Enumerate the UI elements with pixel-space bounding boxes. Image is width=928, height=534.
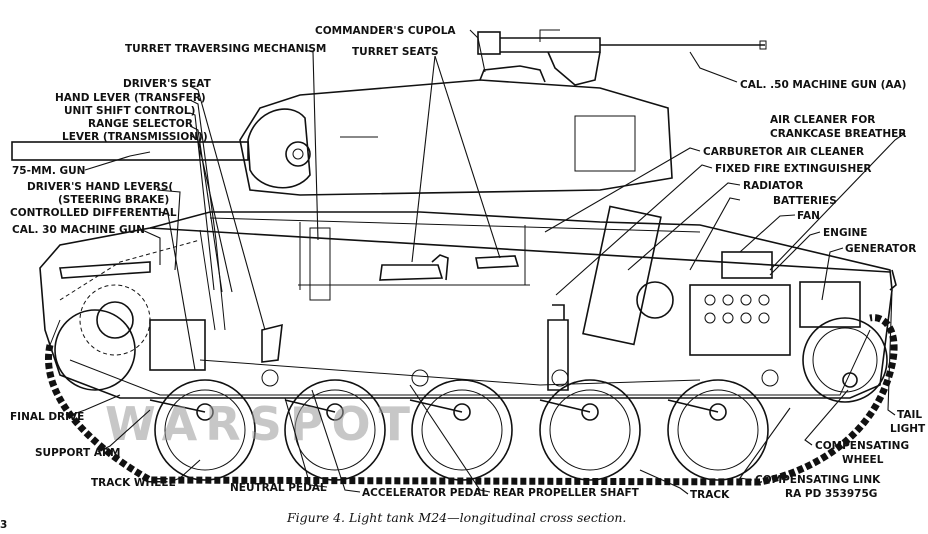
transmission-box xyxy=(149,319,206,371)
label-steering-brake: (STEERING BRAKE) xyxy=(58,194,169,206)
engine-block xyxy=(689,284,791,356)
tank-drawing xyxy=(11,29,898,486)
mg-50-drawing xyxy=(477,29,767,86)
label-track: TRACK xyxy=(690,489,730,501)
label-turret-seats: TURRET SEATS xyxy=(352,46,439,58)
figure-caption: Figure 4. Light tank M24—longitudinal cr… xyxy=(286,510,626,525)
corner-mark: 3 xyxy=(0,519,7,531)
sprocket xyxy=(54,309,136,391)
label-drivers-seat: DRIVER'S SEAT xyxy=(123,78,212,90)
label-final-drive: FINAL DRIVE xyxy=(10,411,84,423)
label-carb-air-cleaner: CARBURETOR AIR CLEANER xyxy=(703,146,864,158)
compensating-wheel-inner xyxy=(812,327,878,393)
label-range-selector: RANGE SELECTOR xyxy=(88,118,193,130)
support-arms xyxy=(149,399,719,413)
turret-seat-right xyxy=(475,255,520,269)
mg-30-drawing xyxy=(59,261,151,279)
label-air-cleaner-ccb-1: AIR CLEANER FOR xyxy=(770,114,875,126)
label-radiator: RADIATOR xyxy=(743,180,803,192)
label-tail-light-1: TAIL xyxy=(897,409,922,421)
fan xyxy=(636,281,674,319)
trunnion-center xyxy=(292,148,304,160)
label-comp-wheel-2: WHEEL xyxy=(842,454,884,466)
label-75mm-gun: 75-MM. GUN xyxy=(12,165,85,177)
label-accelerator-pedal: ACCELERATOR PEDAL xyxy=(362,487,489,499)
label-support-arm: SUPPORT ARM xyxy=(35,447,121,459)
label-commanders-cupola: COMMANDER'S CUPOLA xyxy=(315,25,456,37)
label-comp-wheel-1: COMPENSATING xyxy=(815,440,909,452)
label-controlled-diff: CONTROLLED DIFFERENTIAL xyxy=(10,207,177,219)
compensating-wheel xyxy=(802,317,888,403)
label-drivers-hand-levers: DRIVER'S HAND LEVERS( xyxy=(27,181,173,193)
track-outline xyxy=(45,314,898,486)
batteries-block xyxy=(721,251,773,279)
traverse-box xyxy=(309,227,331,301)
label-comp-link: COMPENSATING LINK xyxy=(755,474,881,486)
label-unit-shift: UNIT SHIFT CONTROL) xyxy=(64,105,195,117)
turret-seat-left xyxy=(379,264,444,281)
label-rear-prop-shaft: REAR PROPELLER SHAFT xyxy=(493,487,640,499)
deck-line xyxy=(149,227,891,273)
label-tail-light-2: LIGHT xyxy=(890,423,926,435)
track-upper-run xyxy=(49,319,871,396)
label-air-cleaner-ccb-2: CRANKCASE BREATHER xyxy=(770,128,906,140)
return-rollers xyxy=(261,369,779,387)
drivers-seat-drawing xyxy=(261,323,283,363)
final-drive-hub xyxy=(96,301,134,339)
label-mg-50: CAL. .50 MACHINE GUN (AA) xyxy=(740,79,906,91)
label-batteries: BATTERIES xyxy=(773,195,837,207)
turret-outline xyxy=(239,79,673,196)
fire-extinguisher xyxy=(547,304,569,391)
labels: TURRET TRAVERSING MECHANISM COMMANDER'S … xyxy=(10,25,926,501)
radiator-block xyxy=(582,205,662,346)
label-ra-pd: RA PD 353975G xyxy=(785,488,877,500)
label-turret-traversing: TURRET TRAVERSING MECHANISM xyxy=(125,43,326,55)
turret-basket xyxy=(298,222,530,290)
watermark: WARSPOT xyxy=(105,397,418,451)
label-track-wheel: TRACK WHEEL xyxy=(91,477,176,489)
main-gun-barrel xyxy=(11,141,249,161)
turret-hatch xyxy=(574,115,636,172)
gun-mantlet xyxy=(247,108,311,189)
label-lever-trans: LEVER (TRANSMISSION)) xyxy=(62,131,208,143)
engine-cylinders xyxy=(704,294,770,324)
generator-block xyxy=(799,281,861,328)
propeller-shaft xyxy=(199,359,701,386)
cupola xyxy=(479,65,546,83)
label-mg-30: CAL. 30 MACHINE GUN xyxy=(12,224,145,236)
label-fixed-fire-ext: FIXED FIRE EXTINGUISHER xyxy=(715,163,872,175)
tail-light-drawing xyxy=(889,269,897,291)
leader-lines xyxy=(67,29,906,495)
label-neutral-pedal: NEUTRAL PEDAL xyxy=(230,482,327,494)
deck-inner-line xyxy=(209,217,701,233)
mantlet-trunnion xyxy=(285,141,311,167)
label-fan: FAN xyxy=(797,210,820,222)
label-hand-lever: HAND LEVER (TRANSFER) xyxy=(55,92,206,104)
label-generator: GENERATOR xyxy=(845,243,916,255)
driver-controls-dashed xyxy=(59,239,201,301)
label-engine: ENGINE xyxy=(823,227,867,239)
final-drive-sprocket-outline xyxy=(79,284,151,356)
turret-seat-left-back xyxy=(431,254,449,281)
